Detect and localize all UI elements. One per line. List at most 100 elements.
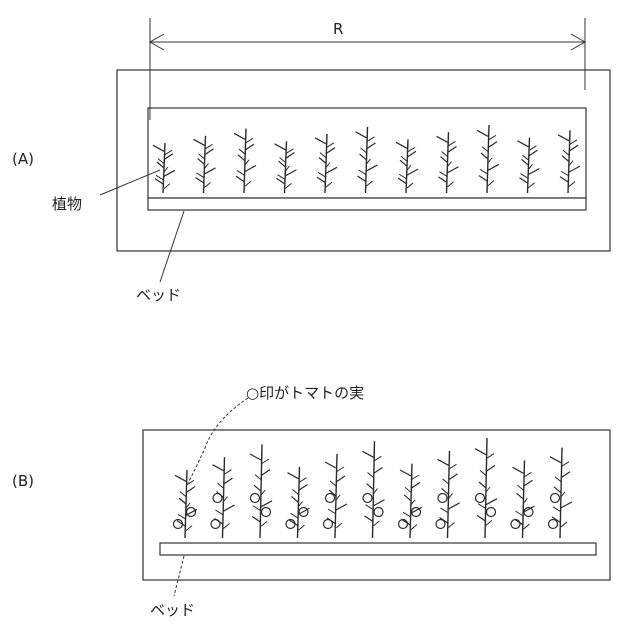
tomato-fruit [511,520,520,529]
bed-a-label: ベッド [136,288,181,303]
panel-a-plant-branch [407,169,418,175]
panel-a-plant-branch [522,159,529,165]
panel-b-plant-leaf [411,525,417,530]
panel-b-plant [549,448,573,538]
panel-b-plant [250,444,272,538]
panel-a-plant-branch [317,177,326,183]
panel-a-plant-branch [529,150,538,156]
panel-b-plant [475,438,497,538]
panel-a-plant-leaf [367,181,373,186]
panel-b-plant-leaf [486,520,492,525]
panel-b-plant-branch [550,457,561,463]
panel-a-plant [234,129,256,193]
panel-b-plant-branch [404,495,411,501]
panel-b-plant-branch [449,503,460,509]
panel-a-plant-branch [234,133,245,139]
panel-a-plant [396,139,418,193]
tomato-fruit [363,494,372,503]
panel-a-plant-leaf [318,172,326,177]
panel-b-plant-leaf [368,472,374,477]
panel-a-plant-leaf [280,157,286,162]
panel-a-plant-branch [358,176,367,182]
panel-a-plant-branch [396,142,407,148]
panel-a-bed [148,198,586,210]
panel-b-plant-leaf [216,510,224,515]
panel-a-plant-leaf [440,172,448,177]
panel-b-plant-branch [561,472,570,478]
panel-a-plant [356,127,378,193]
panel-a-plant-leaf [239,149,245,154]
panel-a-plant-branch [437,136,448,142]
panel-b-plant-leaf [441,508,449,513]
panel-b-plant-leaf [224,524,230,529]
panel-a-plant [275,141,297,193]
panel-b-plant-branch [336,476,345,482]
panel-a-plant-leaf [407,183,413,188]
tomato-fruit [551,494,560,503]
panel-b-plant-branch [475,449,486,455]
panel-b-plant-branch [517,493,524,499]
tomato-label: ○印がトマトの実 [246,386,364,401]
plant-label: 植物 [52,197,82,212]
panel-a-plant-leaf [563,150,569,155]
panel-a-plant-branch [245,166,256,172]
panel-b-plant-leaf [443,479,449,484]
panel-a-plant-branch [448,167,459,173]
tomato-fruit [487,508,496,517]
panel-a-plant-leaf [326,182,332,187]
panel-b-plant [511,460,535,538]
panel-a-plant-branch [367,165,378,171]
panel-a-plant-leaf [245,181,251,186]
panel-a-plant-branch [205,168,216,174]
panel-b-plant-branch [336,504,347,510]
panel-a-plant-leaf [359,170,367,175]
panel-a-plant [558,130,580,193]
panel-b-plant-leaf [561,522,567,527]
panel-b-plant [174,470,198,538]
panel-a-plant-branch [477,130,488,136]
panel-a-plant-branch [164,170,175,176]
panel-a-plant [518,138,540,193]
tomato-fruit [549,520,558,529]
panel-b-plant-branch [486,465,495,471]
panel-b-plant-branch [175,475,186,481]
panel-a-plant-branch [198,158,205,164]
panel-b-plant-branch [524,480,533,486]
panel-a-plant-leaf [561,171,569,176]
panel-b-plant-branch [261,501,272,507]
panel-b-plant-branch [367,484,374,490]
panel-b-plant-branch [186,487,195,493]
panel-a-plant-branch [326,167,337,173]
bed-b-leader-line [174,556,184,596]
panel-a-plant-branch [448,146,457,152]
panel-b-label: (B) [12,474,34,489]
panel-a-plant-branch [569,166,580,172]
panel-b-plant-leaf [253,506,261,511]
panel-a-plant [315,134,337,193]
panel-a-plant [153,143,175,193]
panel-b-plants [174,438,573,538]
panel-a-plant-leaf [199,154,205,159]
panel-a-plant-branch [356,132,367,138]
panel-a-plant-branch [319,158,326,164]
panel-a-plant-branch [488,164,499,170]
panel-b-plant-leaf [374,521,380,526]
panel-b-plant-leaf [555,477,561,482]
panel-b-plant-branch [252,516,261,522]
panel-a-plant-branch [194,139,205,145]
panel-b-plant [363,441,385,538]
panel-a-plant-branch [286,170,297,176]
panel-a-plant-branch [439,177,448,183]
panel-a-plant-leaf [164,184,170,189]
panel-b-plant-branch [288,473,299,479]
panel-b-plant-leaf [478,504,486,509]
panel-b-plant-leaf [178,514,186,519]
panel-a-plant-leaf [448,182,454,187]
panel-a-plant [437,132,459,193]
panel-b-plant-leaf [403,512,411,517]
panel-a-plant-branch [236,176,245,182]
panel-b-plant-leaf [449,522,455,527]
panel-b-plant-branch [261,470,270,476]
panel-b-plant-branch [374,467,383,473]
panel-a-plant-leaf [482,147,488,152]
